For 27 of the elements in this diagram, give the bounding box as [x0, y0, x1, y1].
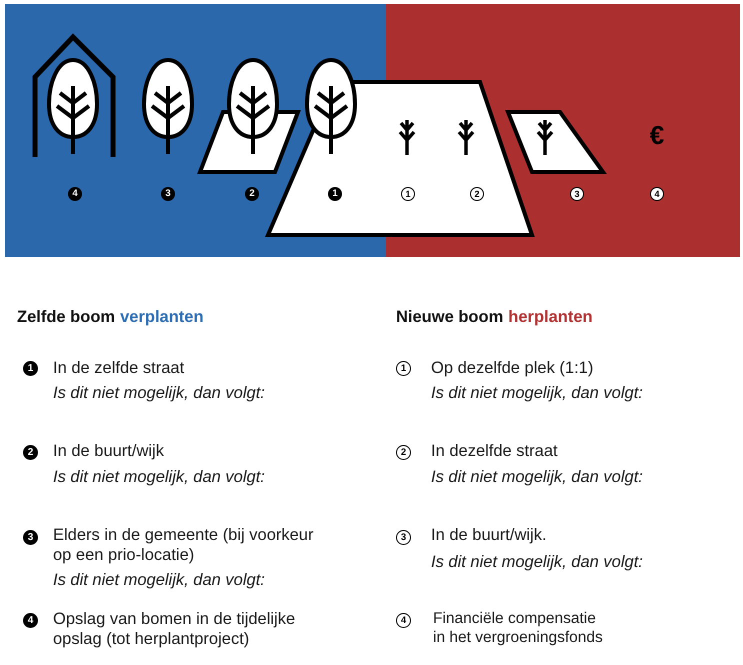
callout-number: 3 — [23, 530, 38, 545]
heading-keyword: verplanten — [120, 307, 204, 327]
list-item-text: In dezelfde straat — [431, 441, 558, 461]
callout-number: 4 — [23, 613, 38, 628]
section-heading: Nieuwe boom — [396, 307, 504, 327]
callout-number: 1 — [396, 361, 411, 376]
list-item-text: Opslag van bomen in de tijdelijke opslag (tot herplantproject) — [53, 609, 296, 649]
callout-number: 4 — [396, 613, 411, 628]
note-text: Is dit niet mogelijk, dan volgt: — [53, 570, 265, 590]
list-item-text: Elders in de gemeente (bij voorkeur op een prio-locatie) — [53, 525, 314, 565]
note-text: Is dit niet mogelijk, dan volgt: — [431, 467, 643, 487]
note-text: Is dit niet mogelijk, dan volgt: — [53, 467, 265, 487]
heading-keyword: herplanten — [508, 307, 593, 327]
callout-number: 2 — [396, 445, 411, 460]
euro-sign: € — [650, 121, 664, 149]
section-heading: Zelfde boom — [17, 307, 116, 327]
note-text: Is dit niet mogelijk, dan volgt: — [431, 383, 643, 403]
list-item-text: In de buurt/wijk — [53, 441, 164, 461]
list-item-text: Financiële compensatie in het vergroeningsfonds — [433, 609, 604, 647]
callout-number: 1 — [23, 361, 38, 376]
callout-number: 3 — [396, 530, 411, 545]
list-item-text: In de zelfde straat — [53, 358, 184, 378]
note-text: Is dit niet mogelijk, dan volgt: — [53, 383, 265, 403]
note-text: Is dit niet mogelijk, dan volgt: — [431, 552, 643, 572]
list-item-text: Op dezelfde plek (1:1) — [431, 358, 594, 378]
list-item-text: In de buurt/wijk. — [431, 525, 547, 545]
callout-number: 2 — [23, 445, 38, 460]
